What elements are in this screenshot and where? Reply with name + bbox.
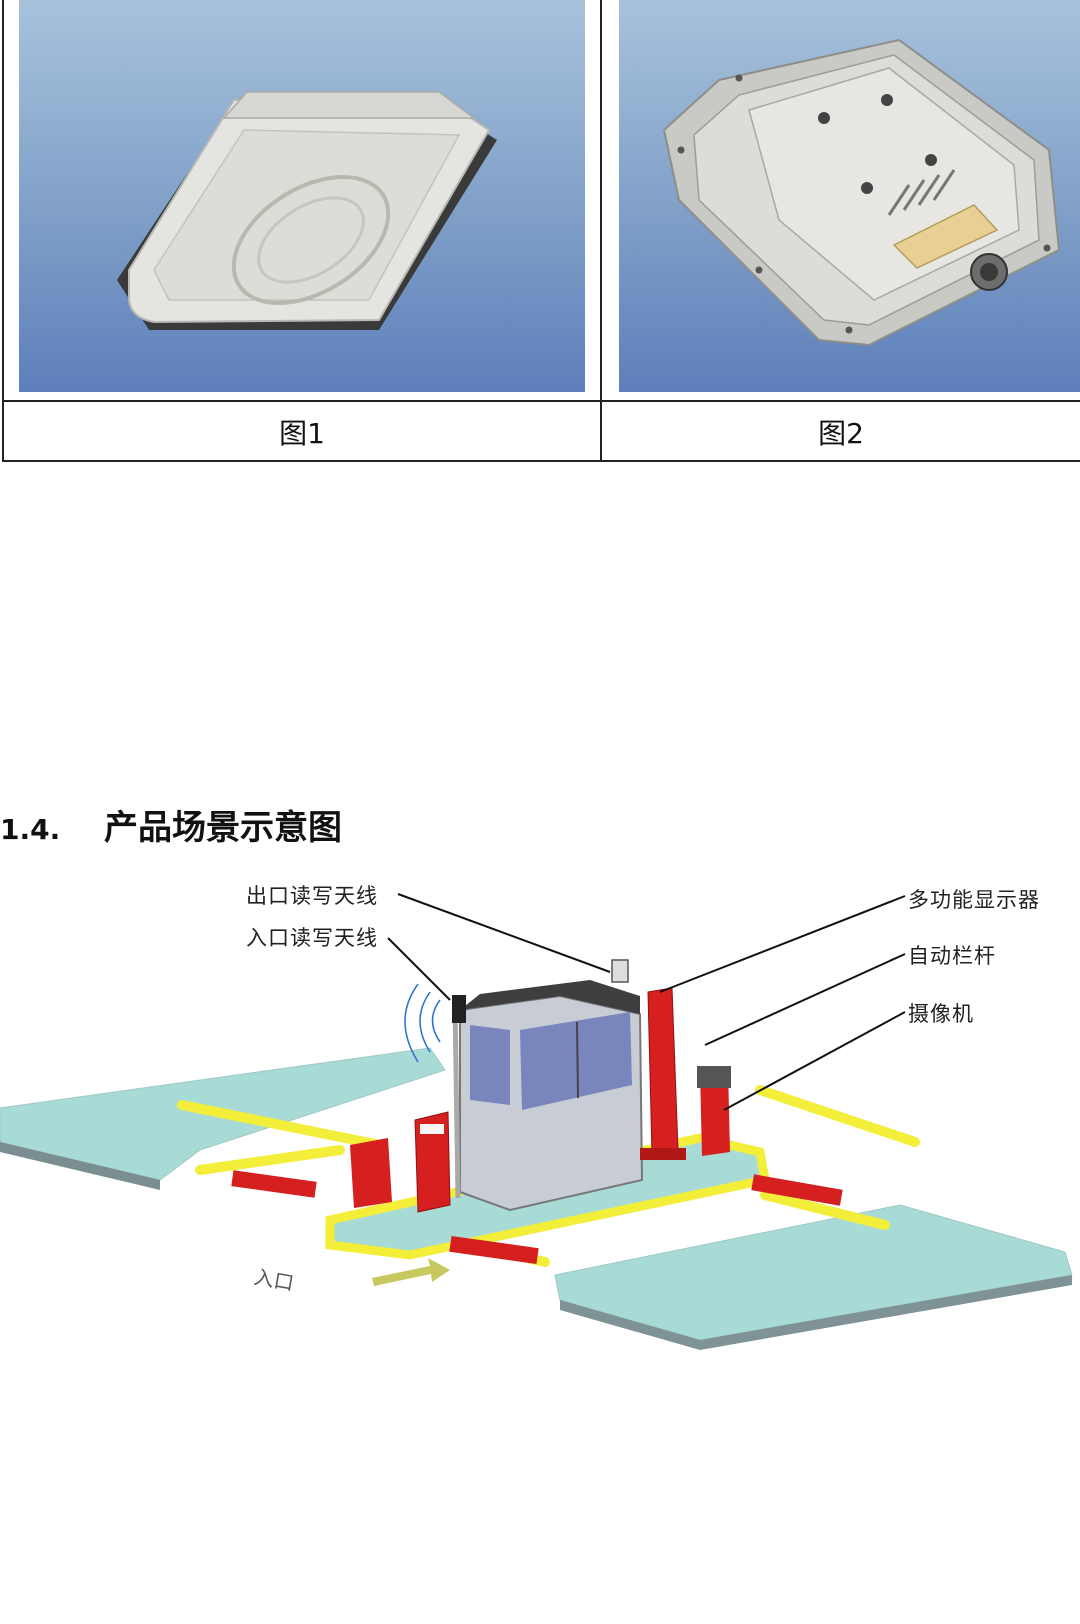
toll-booth (459, 980, 644, 1212)
figure-table: 图1 (2, 0, 1080, 462)
label-barrier: 自动栏杆 (908, 944, 996, 968)
label-display: 多功能显示器 (908, 888, 1040, 912)
entrance-road-text: 入口 (252, 1265, 296, 1296)
section-heading: 1.4. 产品场景示意图 (0, 800, 342, 849)
antenna-back-illustration (662, 38, 1061, 347)
figure-caption-2: 图2 (818, 417, 864, 450)
caption-divider (4, 400, 600, 402)
section-title: 产品场景示意图 (104, 808, 342, 848)
caption-divider (602, 400, 1080, 402)
label-entry-antenna: 入口读写天线 (246, 926, 378, 950)
parking-scene-diagram: 入口 (0, 880, 1080, 1400)
figure-cell-1: 图1 (4, 0, 602, 460)
label-exit-antenna: 出口读写天线 (246, 884, 378, 908)
antenna-back-image (619, 0, 1080, 392)
figure-caption-1: 图1 (279, 417, 325, 450)
antenna-front-image (19, 0, 585, 392)
figure-cell-2: 图2 (602, 0, 1080, 460)
section-number: 1.4. (0, 813, 61, 846)
label-camera: 摄像机 (908, 1002, 974, 1026)
parking-scene-illustration: 入口 (0, 893, 1073, 1350)
antenna-front-illustration (117, 91, 497, 330)
